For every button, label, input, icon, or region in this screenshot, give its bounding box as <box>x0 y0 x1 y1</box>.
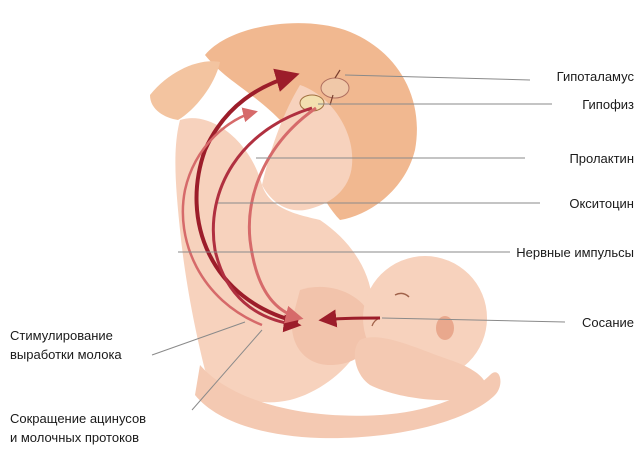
label-hypothalamus: Гипоталамус <box>557 68 634 85</box>
label-oxytocin: Окситоцин <box>569 195 634 212</box>
label-nerve-impulses: Нервные импульсы <box>516 244 634 261</box>
label-pituitary: Гипофиз <box>582 96 634 113</box>
label-prolactin: Пролактин <box>569 150 634 167</box>
mother-hair-back <box>150 61 220 120</box>
hypothalamus-gland <box>321 78 349 98</box>
label-milk-stimulation-line2: выработки молока <box>10 346 122 363</box>
label-milk-stimulation-line1: Стимулирование <box>10 327 113 344</box>
label-contraction-line2: и молочных протоков <box>10 429 139 446</box>
label-contraction-line1: Сокращение ацинусов <box>10 410 146 427</box>
label-sucking: Сосание <box>582 314 634 331</box>
